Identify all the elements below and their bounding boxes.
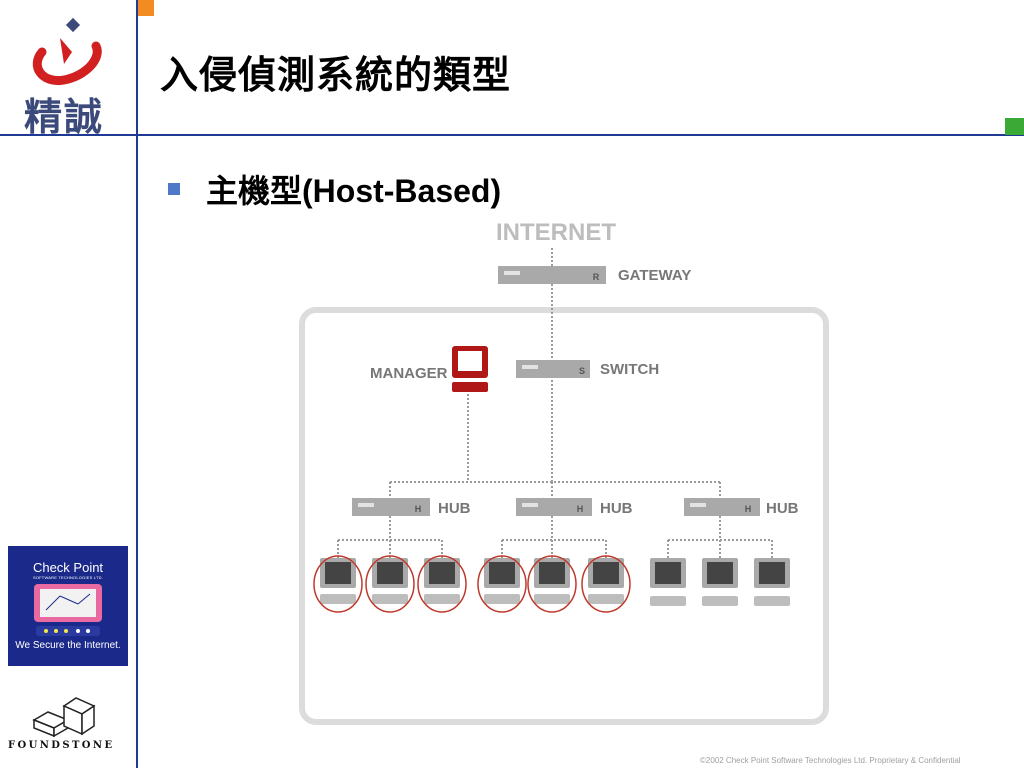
hub-device-1: H: [352, 498, 430, 516]
green-accent: [1005, 118, 1024, 135]
bullet-text: 主機型(Host-Based): [206, 173, 502, 209]
svg-text:S: S: [579, 366, 585, 376]
network-diagram: INTERNET R GATEWAY: [299, 219, 829, 725]
hub-label-2: HUB: [600, 500, 633, 517]
host-computer-icon: [527, 555, 577, 613]
gateway-label: GATEWAY: [618, 267, 691, 284]
internet-label: INTERNET: [496, 219, 616, 246]
svg-text:R: R: [593, 272, 600, 282]
checkpoint-subtitle: SOFTWARE TECHNOLOGIES LTD.: [32, 575, 104, 580]
company-logo-icon: [32, 17, 102, 86]
sidebar-divider: [136, 0, 138, 768]
host-computer-icon: [581, 555, 631, 613]
orange-accent: [138, 0, 154, 16]
foundstone-logo-icon: [32, 697, 96, 738]
checkpoint-logo: Check Point SOFTWARE TECHNOLOGIES LTD. W…: [8, 546, 128, 666]
hub-device-3: H: [684, 498, 760, 516]
company-logo-text: 精誠: [24, 95, 105, 139]
slide-title: 入侵偵測系統的類型: [160, 52, 512, 97]
host-computer-icon: [417, 555, 467, 613]
checkpoint-name: Check Point: [32, 560, 104, 575]
host-computer-icon: [702, 558, 738, 606]
host-computer-icon: [313, 555, 363, 613]
switch-device: S: [516, 360, 590, 378]
hub-label-3: HUB: [766, 500, 799, 517]
hub-device-2: H: [516, 498, 592, 516]
bullet-square-icon: [168, 183, 180, 195]
host-computer-icon: [650, 558, 686, 606]
bullet-item: 主機型(Host-Based): [168, 166, 501, 212]
svg-text:H: H: [415, 504, 422, 514]
svg-text:H: H: [745, 504, 752, 514]
svg-text:H: H: [577, 504, 584, 514]
host-computer-icon: [365, 555, 415, 613]
switch-label: SWITCH: [600, 361, 659, 378]
manager-label: MANAGER: [370, 365, 448, 382]
checkpoint-computer-icon: [34, 584, 102, 636]
host-computer-icon: [477, 555, 527, 613]
hub-label-1: HUB: [438, 500, 471, 517]
foundstone-text: FOUNDSTONE: [8, 740, 115, 751]
manager-computer-icon: [452, 346, 488, 392]
host-computer-icon: [754, 558, 790, 606]
gateway-device: R: [498, 266, 606, 284]
checkpoint-tagline: We Secure the Internet.: [15, 640, 121, 651]
header-divider: [0, 134, 1024, 136]
footer-copyright: ©2002 Check Point Software Technologies …: [700, 756, 961, 765]
